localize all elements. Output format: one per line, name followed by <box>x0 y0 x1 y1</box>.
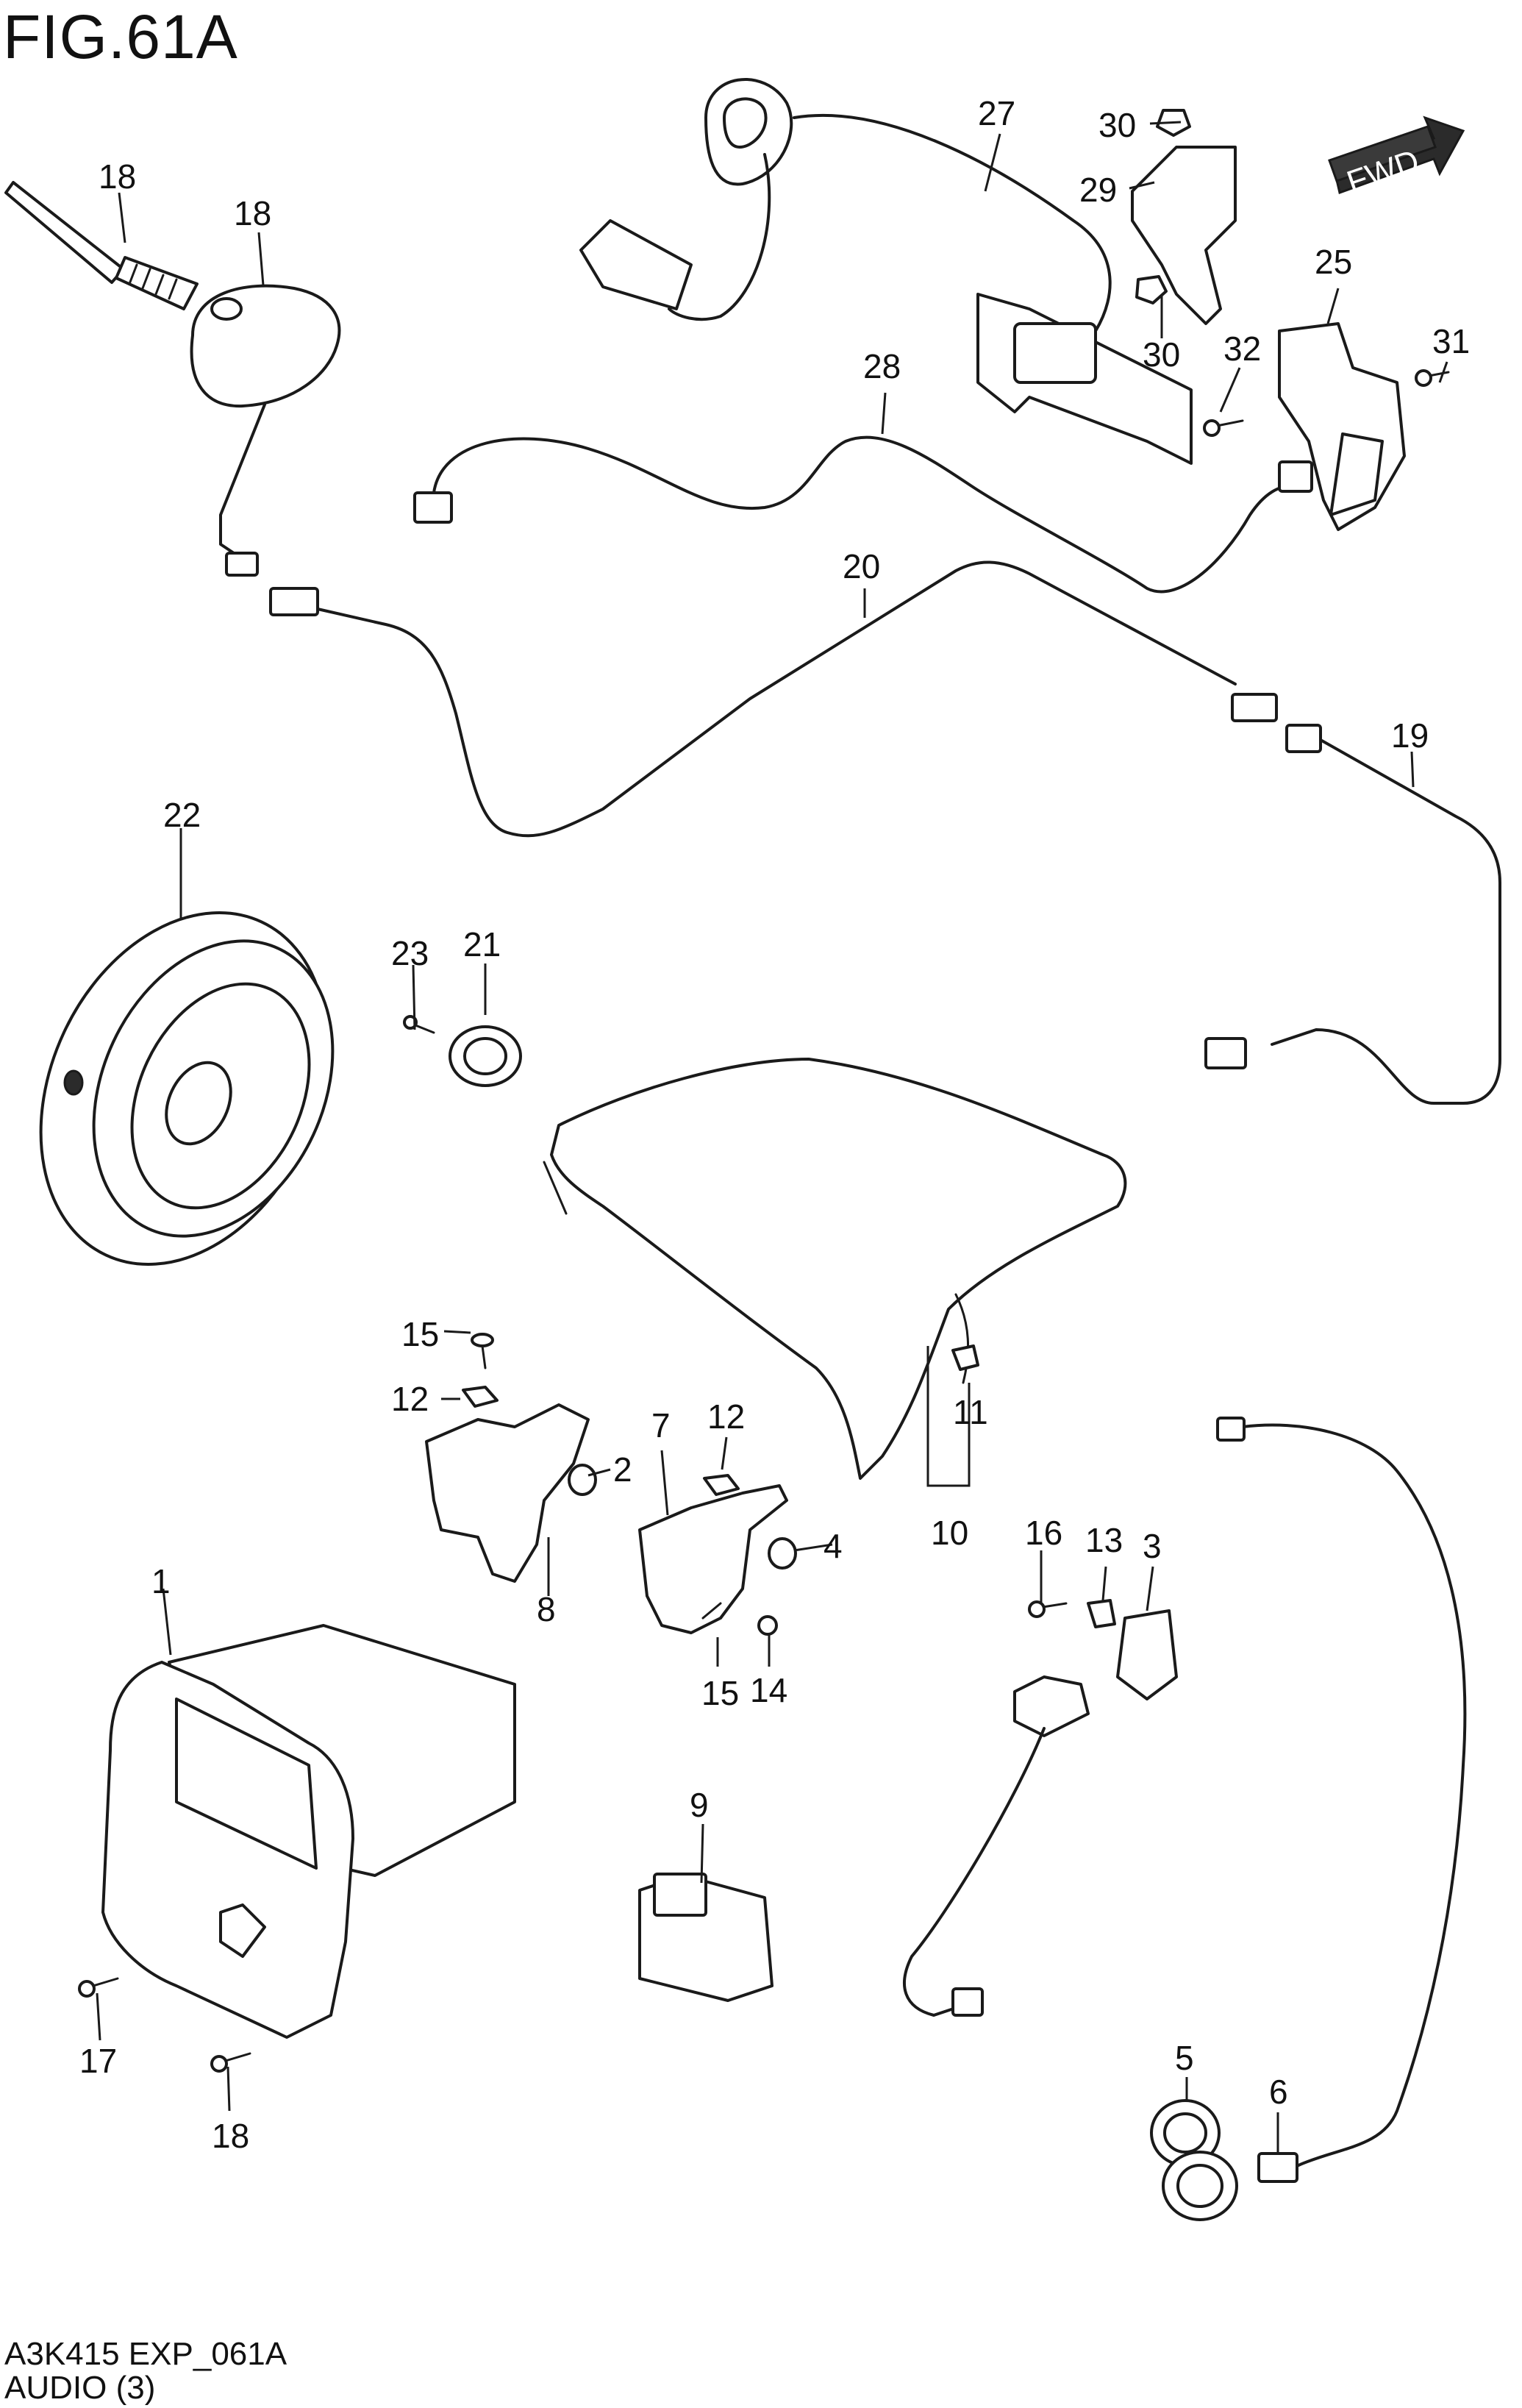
footer-code: A3K415 EXP_061A <box>4 2336 287 2372</box>
callout-2: 2 <box>613 1450 632 1489</box>
callout-17: 16 <box>1025 1514 1062 1552</box>
callout-labels: 18 18 27 30 29 30 25 31 32 28 20 19 22 2… <box>79 94 1470 2155</box>
tweeter-clip <box>403 1015 522 1087</box>
callout-18-top: 17 <box>79 2042 117 2080</box>
callout-11: 11 <box>953 1393 988 1431</box>
usb-module-cable <box>579 78 1193 465</box>
console-cover <box>543 1058 1127 1480</box>
antenna-base <box>190 284 341 560</box>
callout-7: 7 <box>651 1406 671 1445</box>
audio-head-unit <box>78 1624 516 2073</box>
callout-9: 9 <box>690 1786 709 1824</box>
antenna-rod <box>4 181 199 310</box>
callout-12-left: 12 <box>391 1380 429 1418</box>
footer-name: AUDIO (3) <box>4 2370 156 2406</box>
callout-22: 20 <box>843 547 880 585</box>
bracket-8 <box>425 1333 597 1583</box>
callout-12-right: 12 <box>707 1397 745 1436</box>
callout-1: 1 <box>151 1562 171 1600</box>
callout-3: 3 <box>1143 1527 1162 1565</box>
figure-title: FIG.61A <box>3 2 238 71</box>
callout-26: 27 <box>978 94 1015 132</box>
callout-15: 15 <box>401 1315 439 1353</box>
callout-30-bottom: 30 <box>1143 335 1180 374</box>
callout-18-bottom: 18 <box>212 2117 249 2155</box>
callout-20: 18 <box>234 194 271 232</box>
callout-31: 31 <box>1432 322 1470 360</box>
cable-21 <box>1204 724 1501 1105</box>
callout-27: 25 <box>1315 243 1352 281</box>
leader-lines <box>96 121 1448 2154</box>
callout-14: 14 <box>750 1671 787 1709</box>
callout-21: 19 <box>1391 716 1429 755</box>
callout-8: 8 <box>537 1590 556 1628</box>
callout-4: 4 <box>823 1527 843 1565</box>
socket-9 <box>638 1873 773 2002</box>
callout-10: 10 <box>931 1514 968 1552</box>
callout-19: 18 <box>99 157 136 196</box>
bracket-29 <box>1131 109 1237 325</box>
callout-13: 13 <box>1085 1521 1123 1559</box>
callout-16: 15 <box>701 1674 739 1712</box>
bracket-27 <box>1203 322 1450 531</box>
callout-6: 6 <box>1269 2073 1288 2111</box>
callout-23: 21 <box>463 925 501 963</box>
callout-24: 22 <box>163 796 201 834</box>
fwd-arrow-badge: FWD <box>1328 115 1465 201</box>
callout-29: 29 <box>1079 171 1117 209</box>
callout-30-top: 30 <box>1098 106 1136 144</box>
callout-32: 32 <box>1223 330 1261 368</box>
usb-bracket <box>903 1599 1178 2017</box>
harness-28 <box>413 435 1313 594</box>
callout-25: 23 <box>391 934 429 972</box>
callout-5: 5 <box>1175 2039 1194 2077</box>
speaker <box>39 911 335 1267</box>
cable-22 <box>225 552 1278 838</box>
callout-28: 28 <box>863 347 901 385</box>
usb-socket-cable <box>1150 1417 1467 2221</box>
bracket-7 <box>638 1474 797 1636</box>
